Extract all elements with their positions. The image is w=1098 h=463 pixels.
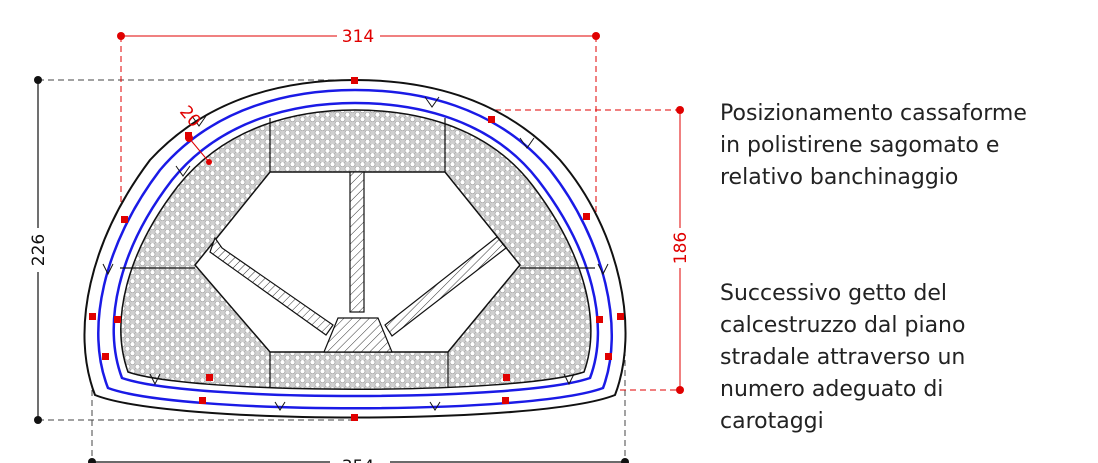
- formwork-note-line: relativo banchinaggio: [720, 165, 959, 190]
- formwork-note-line: in polistirene sagomato e: [720, 133, 1000, 158]
- formwork-divisions: [120, 118, 595, 388]
- bottom-width-label: 354: [342, 457, 374, 463]
- left-height-label: 226: [29, 234, 49, 266]
- red-markers: [89, 77, 624, 421]
- top-width-dimension: 314: [117, 27, 600, 47]
- right-height-label: 186: [671, 232, 691, 264]
- shoring-struts: [209, 171, 507, 353]
- right-height-dimension: 186: [671, 106, 691, 394]
- formwork-note: Posizionamento cassaforme in polistirene…: [720, 98, 1090, 194]
- casting-note-line: calcestruzzo dal piano: [720, 313, 966, 338]
- casting-note-line: stradale attraverso un: [720, 345, 966, 370]
- spacers: [102, 96, 609, 411]
- casting-note: Successivo getto del calcestruzzo dal pi…: [720, 278, 1090, 438]
- bottom-width-dimension: 354: [88, 457, 629, 463]
- left-height-dimension: 226: [29, 76, 49, 424]
- casting-note-line: carotaggi: [720, 409, 824, 434]
- casting-note-line: numero adeguato di: [720, 377, 944, 402]
- formwork-note-line: Posizionamento cassaforme: [720, 101, 1027, 126]
- outer-rebar: [97, 88, 613, 410]
- casting-note-line: Successivo getto del: [720, 281, 947, 306]
- inner-rebar: [112, 101, 600, 398]
- top-width-label: 314: [342, 27, 374, 47]
